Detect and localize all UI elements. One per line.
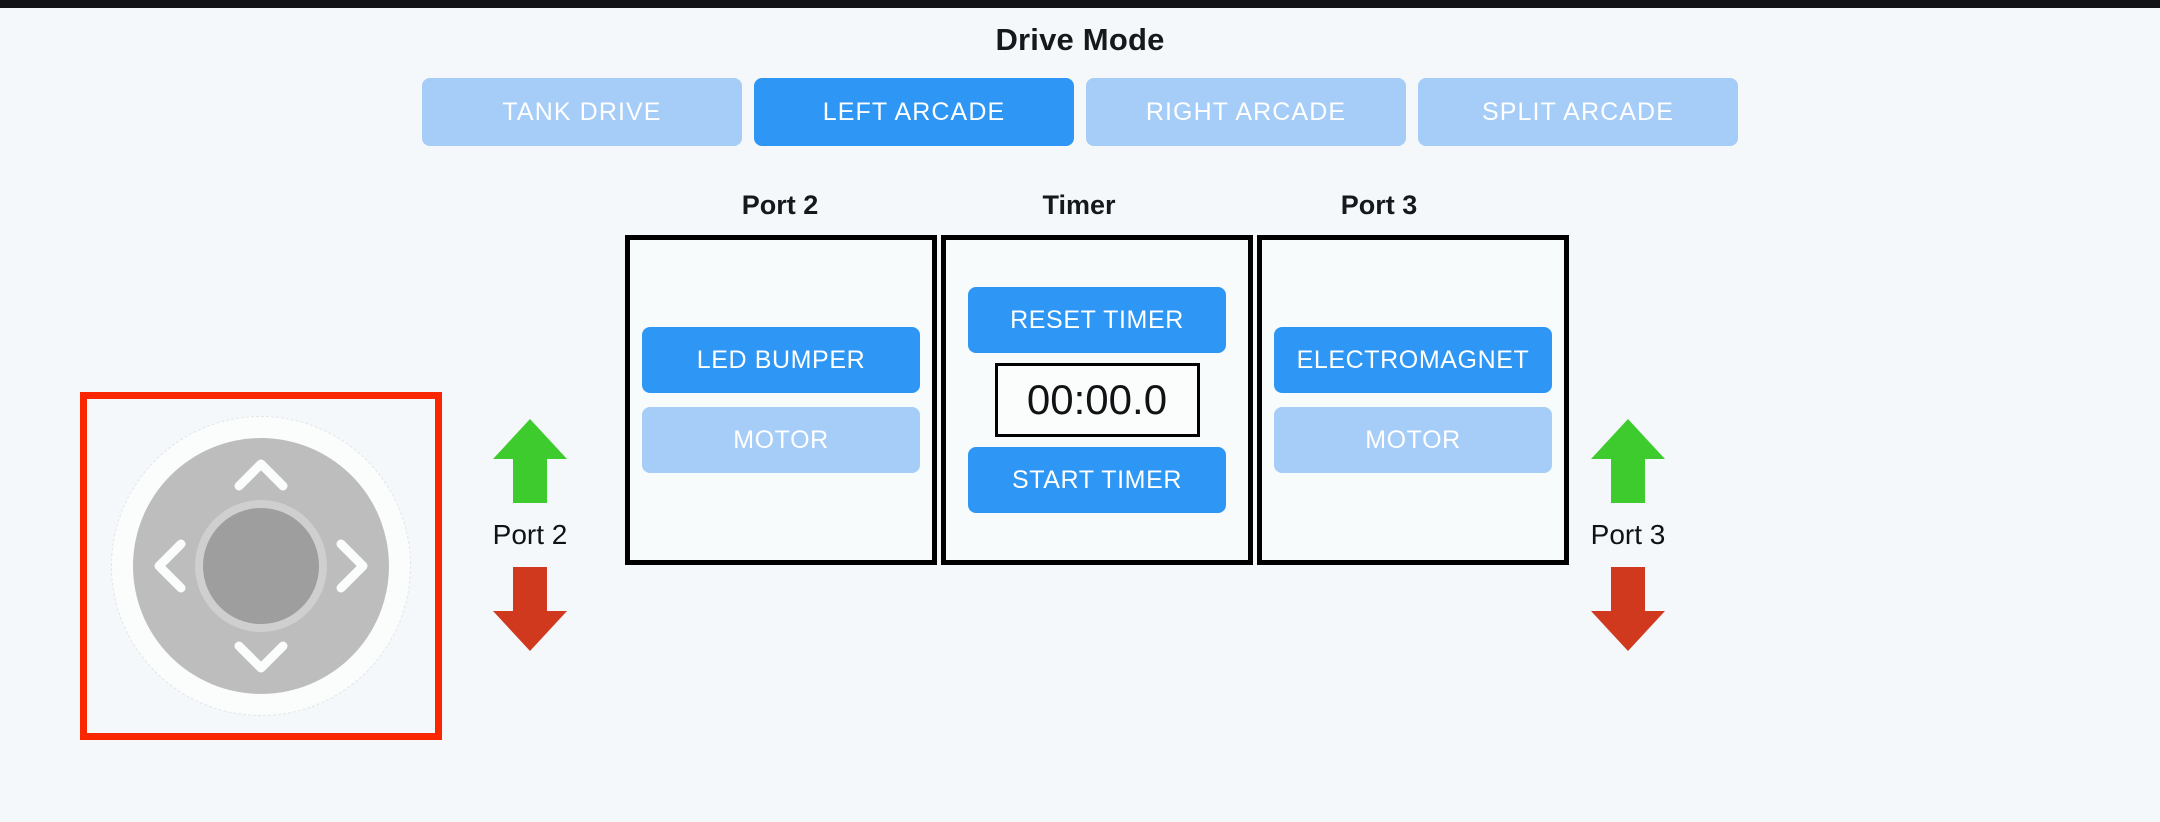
port2-panel-caption: Port 2 xyxy=(741,190,819,220)
timer-display: 00:00.0 xyxy=(994,363,1200,437)
drive-mode-tank-drive[interactable]: TANK DRIVE xyxy=(422,78,742,146)
arrow-up-icon[interactable] xyxy=(491,415,569,507)
chevron-right-icon[interactable] xyxy=(323,538,379,594)
port2-indicator-label: Port 2 xyxy=(492,519,568,550)
arrow-down-icon[interactable] xyxy=(1589,563,1667,655)
port3-panel-caption: Port 3 xyxy=(1340,190,1418,220)
top-strip xyxy=(0,0,2160,8)
drive-mode-split-arcade[interactable]: SPLIT ARCADE xyxy=(1418,78,1738,146)
chevron-up-icon[interactable] xyxy=(233,448,289,504)
port3-electromagnet-button[interactable]: ELECTROMAGNET xyxy=(1274,327,1552,393)
chevron-left-icon[interactable] xyxy=(143,538,199,594)
port2-led-bumper-button[interactable]: LED BUMPER xyxy=(642,327,920,393)
dpad-highlight-box xyxy=(80,392,442,740)
dpad-center-knob[interactable] xyxy=(203,508,319,624)
dpad-control[interactable] xyxy=(111,416,411,716)
port2-motor-button[interactable]: MOTOR xyxy=(642,407,920,473)
timer-panel: RESET TIMER 00:00.0 START TIMER xyxy=(941,235,1253,565)
port3-indicator: Port 3 xyxy=(1558,415,1698,655)
device-panels: LED BUMPER MOTOR RESET TIMER 00:00.0 STA… xyxy=(625,235,1569,565)
reset-timer-button[interactable]: RESET TIMER xyxy=(968,287,1226,353)
arrow-up-icon[interactable] xyxy=(1589,415,1667,507)
drive-mode-left-arcade[interactable]: LEFT ARCADE xyxy=(754,78,1074,146)
drive-mode-right-arcade[interactable]: RIGHT ARCADE xyxy=(1086,78,1406,146)
port2-indicator: Port 2 xyxy=(460,415,600,655)
timer-panel-caption: Timer xyxy=(1042,190,1116,220)
arrow-down-icon[interactable] xyxy=(491,563,569,655)
start-timer-button[interactable]: START TIMER xyxy=(968,447,1226,513)
port3-motor-button[interactable]: MOTOR xyxy=(1274,407,1552,473)
drive-mode-button-row: TANK DRIVE LEFT ARCADE RIGHT ARCADE SPLI… xyxy=(0,78,2160,146)
drive-mode-title: Drive Mode xyxy=(995,22,1165,57)
chevron-down-icon[interactable] xyxy=(233,628,289,684)
port3-panel: ELECTROMAGNET MOTOR xyxy=(1257,235,1569,565)
port2-panel: LED BUMPER MOTOR xyxy=(625,235,937,565)
port3-indicator-label: Port 3 xyxy=(1590,519,1666,550)
